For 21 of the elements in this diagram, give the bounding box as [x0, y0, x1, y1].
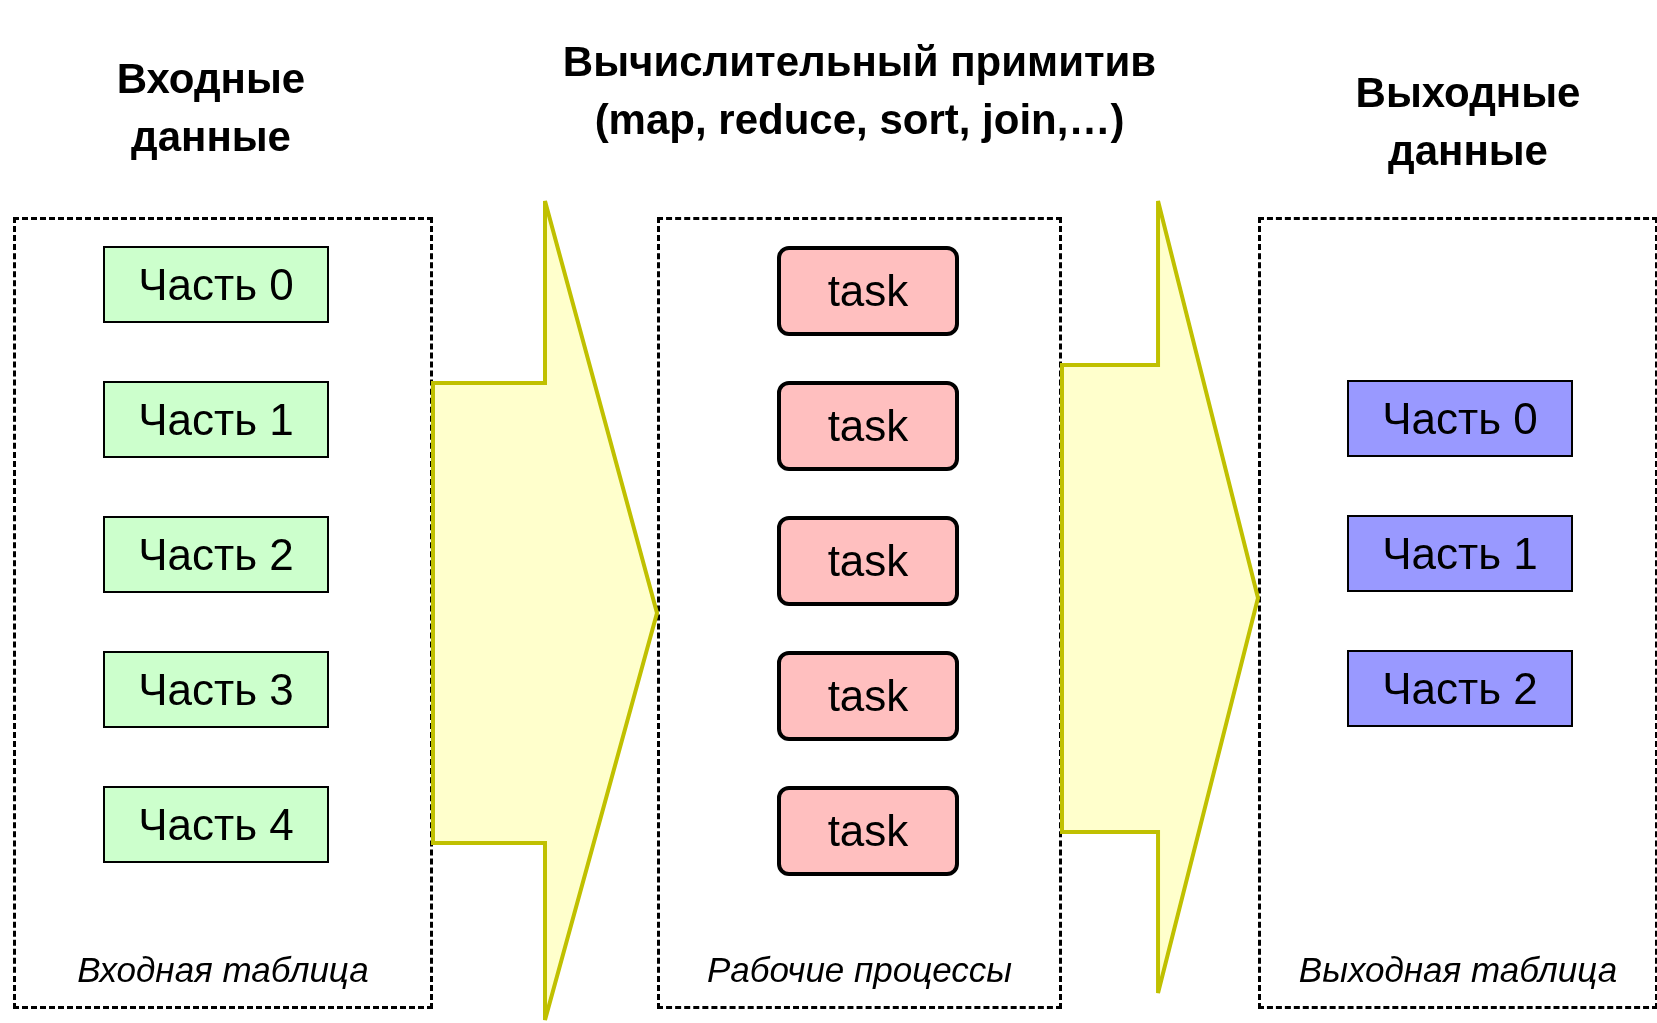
task-box: task	[777, 381, 959, 471]
column-heading: Вычислительный примитив (map, reduce, sort, join,…)	[561, 37, 1158, 145]
partition-box: Часть 0	[1347, 380, 1573, 457]
task-box: task	[777, 786, 959, 876]
task-box: task	[777, 516, 959, 606]
task-box: task	[777, 651, 959, 741]
column-heading: Выходные данные	[1354, 68, 1582, 176]
partition-box: Часть 1	[103, 381, 329, 458]
group-caption: Выходная таблица	[1297, 950, 1619, 990]
block-arrow	[431, 199, 660, 1022]
partition-box: Часть 3	[103, 651, 329, 728]
partition-box: Часть 2	[103, 516, 329, 593]
partition-box: Часть 2	[1347, 650, 1573, 727]
group-caption: Рабочие процессы	[705, 950, 1014, 990]
block-arrow	[1060, 199, 1261, 995]
task-box: task	[777, 246, 959, 336]
partition-box: Часть 1	[1347, 515, 1573, 592]
group-caption: Входная таблица	[76, 950, 370, 990]
partition-box: Часть 0	[103, 246, 329, 323]
column-heading: Входные данные	[115, 54, 307, 162]
partition-box: Часть 4	[103, 786, 329, 863]
